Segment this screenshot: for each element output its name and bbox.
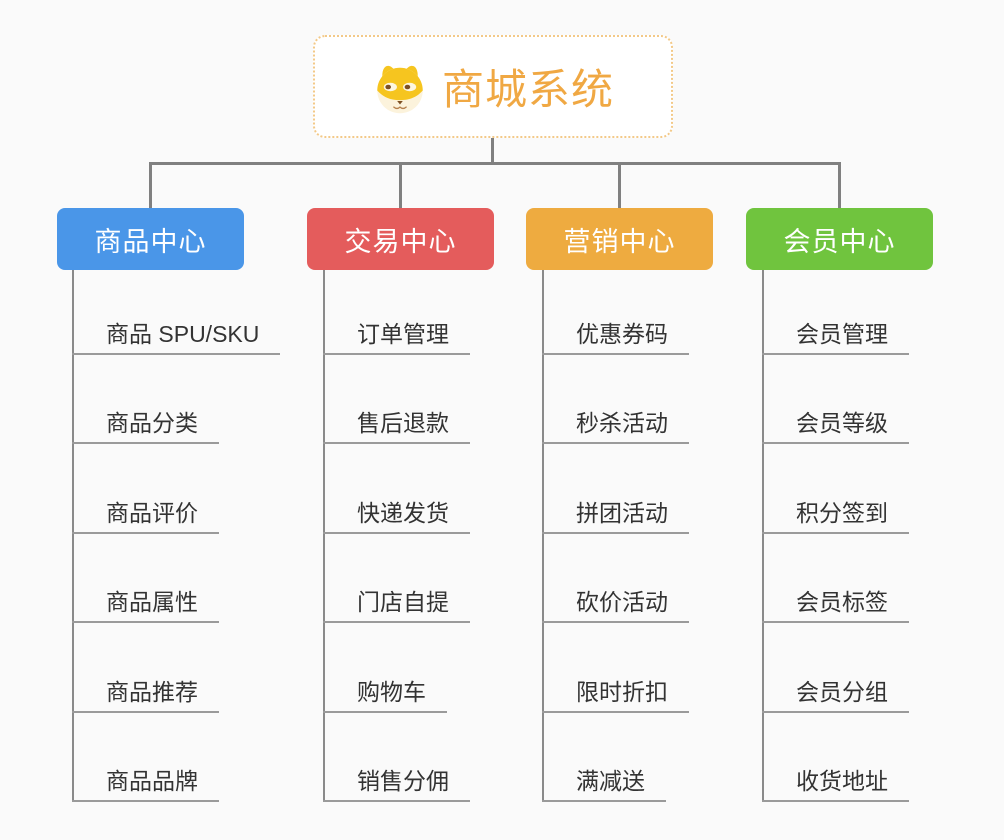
child-node[interactable]: 售后退款 xyxy=(323,409,470,444)
child-node[interactable]: 订单管理 xyxy=(323,320,470,355)
connector-branch-drop xyxy=(838,162,841,208)
connector-branch-spine xyxy=(762,270,764,802)
child-node[interactable]: 会员标签 xyxy=(762,588,909,623)
connector-branch-spine xyxy=(323,270,325,802)
dog-face-icon xyxy=(377,65,423,113)
branch-node-3[interactable]: 会员中心 xyxy=(746,208,933,270)
connector-horizontal-rail xyxy=(149,162,841,165)
child-node[interactable]: 秒杀活动 xyxy=(542,409,689,444)
child-node[interactable]: 会员管理 xyxy=(762,320,909,355)
child-node[interactable]: 快递发货 xyxy=(323,499,470,534)
child-node[interactable]: 拼团活动 xyxy=(542,499,689,534)
child-node[interactable]: 购物车 xyxy=(323,678,447,713)
child-node[interactable]: 满减送 xyxy=(542,767,666,802)
child-node[interactable]: 商品品牌 xyxy=(72,767,219,802)
connector-branch-drop xyxy=(399,162,402,208)
connector-root-drop xyxy=(491,137,494,163)
root-title: 商城系统 xyxy=(441,66,614,113)
branch-node-0[interactable]: 商品中心 xyxy=(57,208,244,270)
connector-branch-spine xyxy=(72,270,74,802)
branch-node-1[interactable]: 交易中心 xyxy=(307,208,494,270)
child-node[interactable]: 砍价活动 xyxy=(542,588,689,623)
child-node[interactable]: 商品评价 xyxy=(72,499,219,534)
child-node[interactable]: 销售分佣 xyxy=(323,767,470,802)
connector-branch-drop xyxy=(618,162,621,208)
child-node[interactable]: 积分签到 xyxy=(762,499,909,534)
root-node[interactable]: 商城系统 xyxy=(313,35,673,138)
child-node[interactable]: 商品 SPU/SKU xyxy=(72,320,281,355)
child-node[interactable]: 会员分组 xyxy=(762,678,909,713)
child-node[interactable]: 收货地址 xyxy=(762,767,909,802)
child-node[interactable]: 商品属性 xyxy=(72,588,219,623)
connector-branch-drop xyxy=(149,162,152,208)
child-node[interactable]: 优惠券码 xyxy=(542,320,689,355)
child-node[interactable]: 会员等级 xyxy=(762,409,909,444)
connector-branch-spine xyxy=(542,270,544,802)
child-node[interactable]: 商品分类 xyxy=(72,409,219,444)
branch-node-2[interactable]: 营销中心 xyxy=(526,208,713,270)
child-node[interactable]: 商品推荐 xyxy=(72,678,219,713)
child-node[interactable]: 限时折扣 xyxy=(542,678,689,713)
child-node[interactable]: 门店自提 xyxy=(323,588,470,623)
